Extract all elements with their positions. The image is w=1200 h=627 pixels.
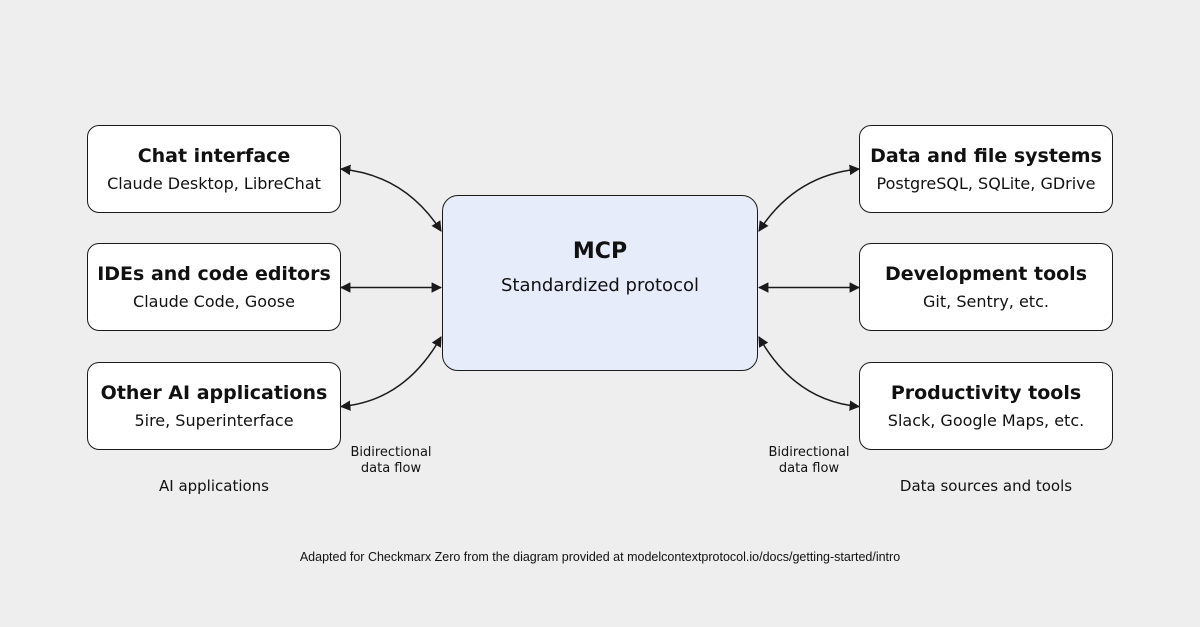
flow-label-line1: Bidirectional xyxy=(350,445,432,460)
arrow-mcp-datafiles xyxy=(758,164,861,232)
node-title: Data and file systems xyxy=(870,145,1102,167)
node-title: Chat interface xyxy=(137,145,291,167)
node-data-file-systems: Data and file systems PostgreSQL, SQLite… xyxy=(859,125,1113,213)
node-title: Productivity tools xyxy=(890,382,1082,404)
node-productivity-tools: Productivity tools Slack, Google Maps, e… xyxy=(859,362,1113,450)
node-subtitle: Slack, Google Maps, etc. xyxy=(887,411,1085,430)
node-subtitle: 5ire, Superinterface xyxy=(134,411,294,430)
mcp-subtitle: Standardized protocol xyxy=(501,275,699,296)
node-title: IDEs and code editors xyxy=(97,263,331,285)
node-mcp: MCP Standardized protocol xyxy=(442,195,758,371)
arrow-chat-mcp xyxy=(339,164,442,232)
node-subtitle: Claude Code, Goose xyxy=(133,292,295,311)
group-label-data-sources-tools: Data sources and tools xyxy=(899,477,1073,495)
node-ides-code-editors: IDEs and code editors Claude Code, Goose xyxy=(87,243,341,331)
node-subtitle: PostgreSQL, SQLite, GDrive xyxy=(876,174,1096,193)
bidirectional-flow-label-left: Bidirectional data flow xyxy=(326,445,456,477)
node-chat-interface: Chat interface Claude Desktop, LibreChat xyxy=(87,125,341,213)
node-development-tools: Development tools Git, Sentry, etc. xyxy=(859,243,1113,331)
mcp-title: MCP xyxy=(572,239,628,264)
arrow-otherai-mcp xyxy=(339,336,442,411)
group-label-ai-applications: AI applications xyxy=(158,477,269,495)
attribution-caption: Adapted for Checkmarx Zero from the diag… xyxy=(299,550,901,564)
arrow-mcp-productivity xyxy=(758,336,861,411)
node-subtitle: Git, Sentry, etc. xyxy=(923,292,1049,311)
node-title: Development tools xyxy=(884,263,1087,285)
bidirectional-flow-label-right: Bidirectional data flow xyxy=(744,445,874,477)
flow-label-line2: data flow xyxy=(360,461,422,476)
flow-label-line1: Bidirectional xyxy=(768,445,850,460)
node-other-ai-applications: Other AI applications 5ire, Superinterfa… xyxy=(87,362,341,450)
node-subtitle: Claude Desktop, LibreChat xyxy=(107,174,321,193)
flow-label-line2: data flow xyxy=(778,461,840,476)
node-title: Other AI applications xyxy=(100,382,328,404)
